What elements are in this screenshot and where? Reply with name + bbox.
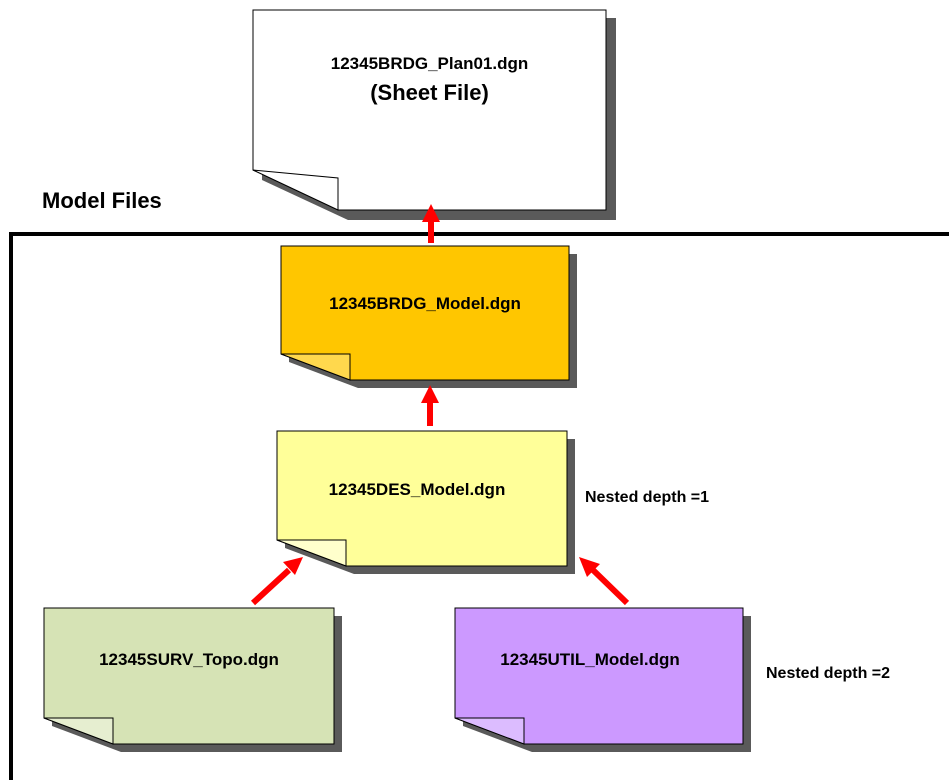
des-model-page — [276, 430, 568, 567]
arrow-surv-to-des — [250, 557, 303, 606]
arrow-util-to-des — [579, 557, 630, 606]
des-model-name: 12345DES_Model.dgn — [328, 480, 506, 499]
util-model-page — [454, 607, 744, 745]
des-model-fold — [276, 539, 347, 567]
model-files-label: Model Files — [42, 188, 162, 213]
sheet-file-fold — [252, 169, 339, 211]
util-model-name: 12345UTIL_Model.dgn — [500, 650, 680, 669]
sheet-file-document — [252, 9, 616, 220]
brdg-model-fold — [280, 353, 351, 381]
sheet-file-name: 12345BRDG_Plan01.dgn — [330, 54, 529, 73]
brdg-model-page — [280, 245, 570, 381]
sheet-file-page — [252, 9, 607, 211]
util-model-fold — [454, 717, 525, 745]
model-files-frame — [9, 232, 949, 780]
brdg-model-name: 12345BRDG_Model.dgn — [329, 294, 521, 313]
surv-topo-page — [43, 607, 335, 745]
sheet-file-subtitle: (Sheet File) — [370, 80, 489, 105]
surv-topo-name: 12345SURV_Topo.dgn — [99, 650, 279, 669]
surv-topo-fold — [43, 717, 114, 745]
arrow-des-to-brdg — [421, 385, 439, 426]
des-model-document — [276, 430, 575, 574]
nested-depth-1-label: Nested depth =1 — [585, 489, 710, 506]
arrow-brdg-to-sheet — [422, 204, 440, 243]
surv-topo-document — [43, 607, 342, 752]
nested-depth-2-label: Nested depth =2 — [766, 665, 891, 682]
util-model-document — [454, 607, 751, 752]
brdg-model-document — [280, 245, 577, 388]
